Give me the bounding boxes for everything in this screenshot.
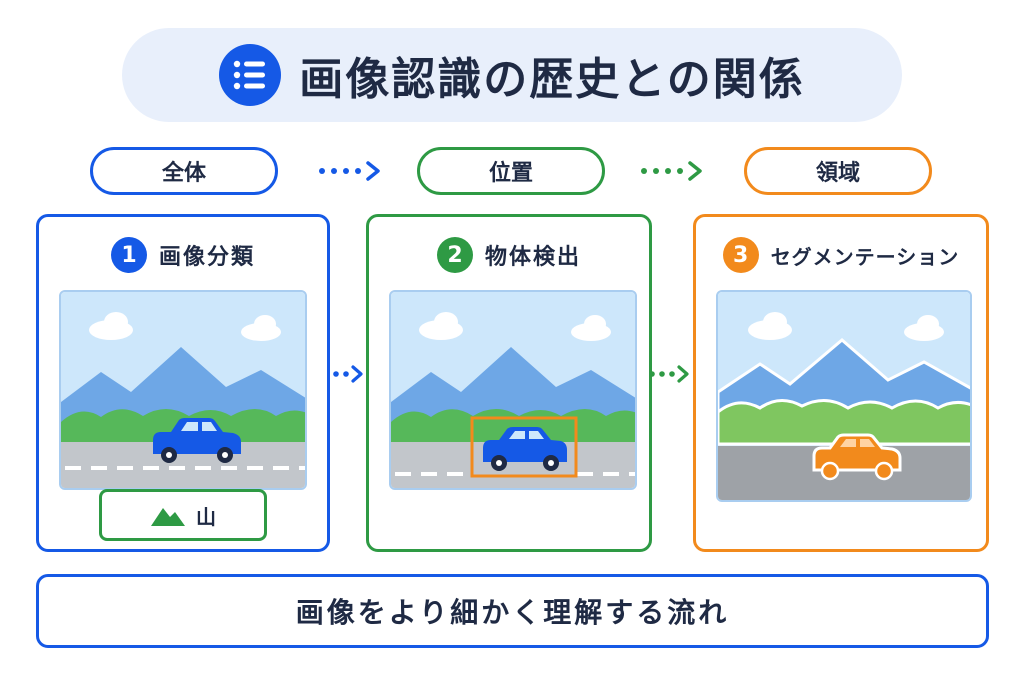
list-icon (219, 44, 282, 106)
stage-whole: 全体 (90, 147, 278, 195)
classification-result-label: 山 (99, 489, 267, 541)
panel-object-detection: 2 物体検出 (366, 214, 652, 552)
stage-position: 位置 (417, 147, 605, 195)
step-number-badge: 3 (722, 237, 759, 273)
car-icon (812, 433, 902, 481)
scene-image (59, 290, 307, 490)
mountain-icon (151, 508, 185, 526)
car-icon (153, 418, 241, 463)
summary-box: 画像をより細かく理解する流れ (36, 574, 989, 648)
panel-header: 2 物体検出 (369, 237, 649, 273)
scene-image (389, 290, 637, 490)
bounding-box (470, 416, 578, 478)
panel-title: 画像分類 (158, 245, 255, 270)
panel-classification: 1 画像分類 山 (36, 214, 330, 552)
stage-region: 領域 (744, 147, 932, 195)
panel-title: セグメンテーション (770, 244, 960, 269)
car-icon (483, 427, 567, 471)
panel-header: 3 セグメンテーション (696, 237, 986, 273)
panel-title: 物体検出 (484, 245, 581, 270)
page-title: 画像認識の歴史との関係 (299, 54, 805, 105)
step-number-badge: 1 (110, 237, 147, 273)
arrow-stage-2-3 (641, 161, 702, 181)
panel-segmentation: 3 セグメンテーション (693, 214, 989, 552)
summary-text: 画像をより細かく理解する流れ (295, 596, 730, 629)
title-banner: 画像認識の歴史との関係 (122, 28, 902, 122)
scene-image (716, 290, 972, 502)
arrow-panel-2-3 (649, 365, 689, 383)
arrow-stage-1-2 (319, 161, 380, 181)
step-number-badge: 2 (436, 237, 473, 273)
classification-result-text: 山 (196, 504, 216, 529)
panel-header: 1 画像分類 (39, 237, 327, 273)
